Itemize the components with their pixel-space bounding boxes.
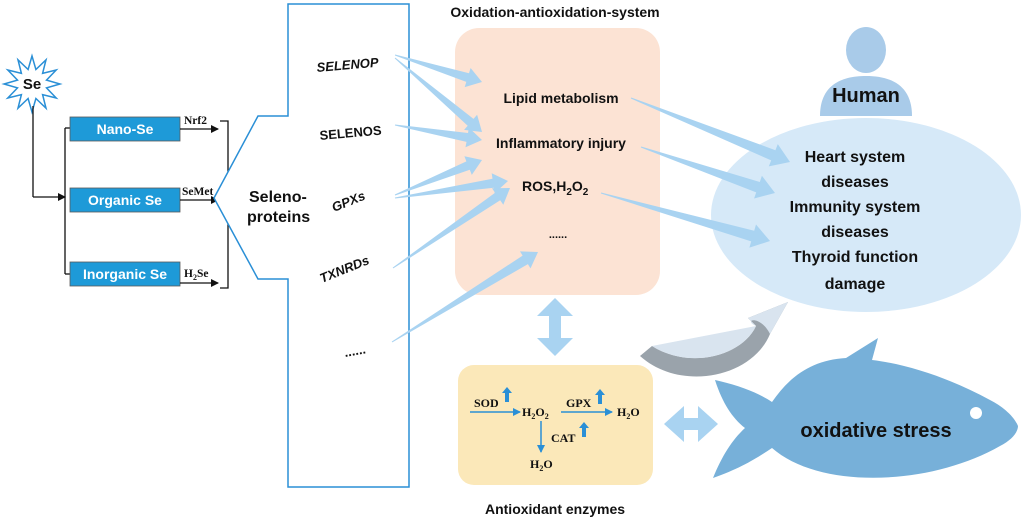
lipid-metabolism-label: Lipid metabolism	[503, 90, 618, 106]
nrf2-label: Nrf2	[184, 115, 207, 127]
oxidation-enzymes-double-arrow	[537, 298, 573, 356]
oxidative-stress-label: oxidative stress	[800, 420, 951, 442]
organic-se-label: Organic Se	[88, 192, 162, 208]
selenoproteins-label-line1: Seleno-	[249, 189, 307, 206]
effect-line-4: diseases	[821, 224, 889, 241]
ros-h2o2-label: ROS,H2O2	[522, 178, 589, 198]
human-label: Human	[832, 85, 900, 107]
gpxs-to-ros-arrow	[394, 173, 508, 199]
ros-to-human-arrow	[600, 192, 770, 248]
cat-up-arrow-icon	[579, 422, 589, 437]
gpx-up-arrow-icon	[595, 389, 605, 404]
sod-label: SOD	[474, 396, 499, 410]
organic-se-box	[69, 187, 181, 213]
inorganic-se-box	[69, 261, 181, 287]
se-label: Se	[23, 76, 41, 93]
sod-up-arrow-icon	[502, 387, 512, 402]
selenoproteins-more-label: ......	[343, 341, 367, 360]
top-title: Oxidation-antioxidation-system	[450, 4, 659, 20]
selenoproteins-arrow	[213, 3, 410, 488]
effect-line-6: damage	[825, 276, 886, 293]
h2o2-label: H2O2	[522, 405, 549, 421]
inorganic-se-label: Inorganic Se	[83, 266, 167, 282]
more-to-oxidation-arrow	[391, 251, 538, 343]
effect-line-2: diseases	[821, 174, 889, 191]
flow-arrows	[391, 54, 790, 442]
selenos-label: SELENOS	[319, 123, 383, 143]
enzymes-panel	[458, 365, 653, 485]
nano-se-box	[69, 116, 181, 142]
stress-to-human-curved-arrow	[640, 302, 788, 377]
effect-line-3: Immunity system	[790, 199, 921, 216]
h2o-right-label: H2O	[617, 405, 640, 421]
selenoproteins-label-line2: proteins	[247, 209, 310, 226]
oxidation-more-label: ......	[549, 229, 567, 241]
selenop-to-lipid-arrow	[394, 54, 482, 88]
fish-icon	[713, 338, 1018, 478]
oxidation-panel	[455, 28, 660, 295]
semet-label: SeMet	[182, 186, 213, 198]
person-icon	[820, 27, 912, 116]
h2se-label: H2Se	[184, 268, 208, 282]
effect-line-1: Heart system	[805, 149, 906, 166]
enzymes-fish-double-arrow	[664, 406, 718, 442]
starburst-icon	[1, 53, 63, 115]
effect-line-5: Thyroid function	[792, 249, 918, 266]
cat-label: CAT	[551, 431, 575, 445]
gpx-label: GPX	[566, 396, 592, 410]
selenos-to-inflammatory-arrow	[394, 124, 482, 148]
txnrds-to-ros-arrow	[392, 188, 510, 269]
gpxs-to-inflammatory-arrow	[394, 156, 482, 196]
nano-se-label: Nano-Se	[97, 121, 154, 137]
h2o-bottom-label: H2O	[530, 457, 553, 473]
bottom-title: Antioxidant enzymes	[485, 501, 625, 517]
lipid-to-human-arrow	[630, 97, 790, 167]
effects-ellipse	[711, 118, 1021, 312]
inflammatory-to-human-arrow	[640, 146, 775, 199]
inflammatory-injury-label: Inflammatory injury	[496, 135, 626, 151]
selenop-label: SELENOP	[316, 55, 380, 75]
selenop-to-inflammatory-arrow	[394, 57, 482, 132]
